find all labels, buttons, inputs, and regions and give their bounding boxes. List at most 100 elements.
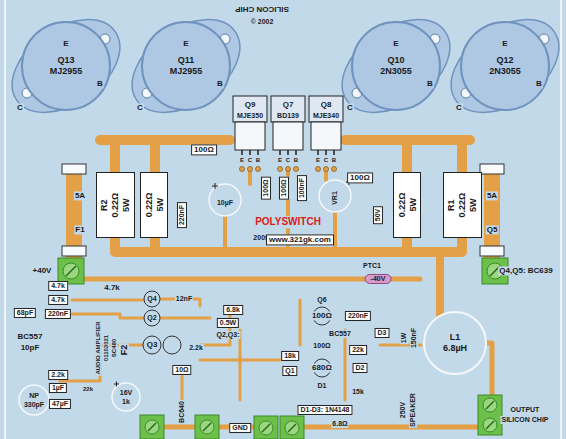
power-transistor: Q11MJ2955: [141, 21, 231, 111]
component-label: 12nF: [175, 295, 193, 303]
component-label: 150nF: [410, 327, 418, 349]
transistor-outline: [143, 336, 161, 354]
to220-package: [235, 122, 265, 150]
fuse-clip: [62, 246, 86, 256]
pin-label: C: [323, 157, 329, 164]
to220-package: [233, 96, 343, 172]
to3-outline: [0, 0, 137, 131]
component-label: Q2: [146, 314, 157, 322]
component-label: Q5: [486, 225, 499, 234]
component-value: Q1: [282, 366, 297, 376]
pin-label: E: [182, 39, 189, 48]
component-label: Q7: [282, 100, 295, 109]
pin-label: B: [255, 157, 261, 164]
component-label: Q9: [244, 100, 257, 109]
capacitor-outline: [114, 179, 352, 387]
component-label: F2: [119, 344, 129, 357]
polyswitch-label: -40V: [365, 274, 392, 284]
component-label: 100Ω: [311, 311, 333, 320]
component-label: 680Ω: [311, 363, 333, 372]
pin-label: E: [239, 157, 245, 164]
part-name: Q12: [496, 55, 513, 66]
component-value: D3: [375, 328, 390, 338]
fuse-clip: [480, 246, 504, 256]
to220-package: [248, 167, 253, 172]
pin-label: B: [216, 79, 224, 88]
part-value: 5W: [154, 193, 165, 218]
part-name: R2: [99, 193, 110, 218]
pin-label: B: [331, 157, 337, 164]
rotated-text: 0.22Ω5W: [396, 193, 418, 218]
part-name: Q10: [387, 55, 404, 66]
board-edge: [5, 0, 561, 439]
fuse-clip: [480, 164, 504, 174]
component-value: 10Ω: [172, 365, 191, 375]
component-value: 47µF: [49, 399, 71, 409]
capacitor-outline: [19, 179, 352, 415]
component-label: D1: [317, 382, 328, 390]
to220-package: [240, 167, 245, 172]
fuse-clip: [62, 164, 504, 256]
pin-label: B: [293, 157, 299, 164]
component-label: NP: [28, 392, 40, 400]
component-label: © 2002: [250, 18, 275, 26]
capacitor-outline: [319, 180, 351, 212]
component-label: BC640: [178, 400, 186, 424]
component-value: 100Ω: [261, 176, 271, 199]
component-label: MJE350: [236, 112, 264, 120]
pin-label: E: [277, 157, 283, 164]
component-label: Q3: [146, 340, 159, 349]
capacitor-outline: [112, 383, 140, 411]
to220-package: [271, 96, 305, 122]
to220-package: [332, 167, 337, 172]
pin-label: B: [96, 79, 104, 88]
component-label: 330pF: [23, 401, 45, 409]
part-value: MJ2955: [50, 66, 83, 77]
emitter-resistor: 0.22Ω5W: [140, 172, 168, 238]
screw-terminal: [478, 395, 502, 435]
component-label: 1W: [400, 332, 408, 345]
component-label: BC557: [328, 330, 352, 338]
emitter-resistor: 0.22Ω5W: [393, 172, 421, 238]
component-label: 10µF: [216, 199, 234, 207]
copper-trace: [60, 140, 492, 427]
pin-label: E: [501, 39, 508, 48]
to3-outline: [434, 0, 566, 131]
to220-package: [256, 167, 261, 172]
to3-outline: [0, 0, 566, 131]
component-value: 68pF: [14, 308, 36, 318]
to220-package: [240, 167, 337, 172]
to220-package: [233, 96, 267, 122]
component-label: Q2,Q3:: [216, 331, 241, 339]
to220-package: [286, 167, 291, 172]
capacitor-outline: [19, 385, 49, 415]
component-label: 100Ω: [312, 342, 331, 350]
board-edge: [5, 0, 561, 439]
transistor-outline: [144, 310, 160, 326]
component-label: SILICON CHIP: [234, 4, 290, 13]
component-label: AUDIO AMPLIFIER: [95, 320, 102, 375]
part-value: 0.22Ω: [110, 193, 121, 218]
capacitor-outline: [209, 184, 241, 216]
component-label: Q4,Q5: BC639: [498, 266, 553, 275]
pin-label: C: [346, 103, 354, 112]
component-value: 1µF: [49, 383, 67, 393]
component-label: SC480: [111, 338, 118, 358]
pin-label: C: [247, 157, 253, 164]
component-label: 16V: [119, 389, 133, 397]
to220-package: [324, 167, 329, 172]
pin-label: B: [426, 79, 434, 88]
component-label: 22k: [82, 386, 94, 393]
rotated-text: R20.22Ω5W: [99, 193, 131, 218]
component-label: 1k: [121, 398, 131, 406]
part-name: R1: [446, 193, 457, 218]
part-value: 5W: [407, 193, 418, 218]
watermark: POLYSWITCH: [254, 216, 322, 228]
pin-label: E: [62, 39, 69, 48]
component-value: www.321gk.com: [266, 234, 334, 245]
screw-terminal: [63, 263, 503, 435]
rotated-text: R10.22Ω5W: [446, 193, 478, 218]
component-value: 50V: [373, 206, 383, 224]
